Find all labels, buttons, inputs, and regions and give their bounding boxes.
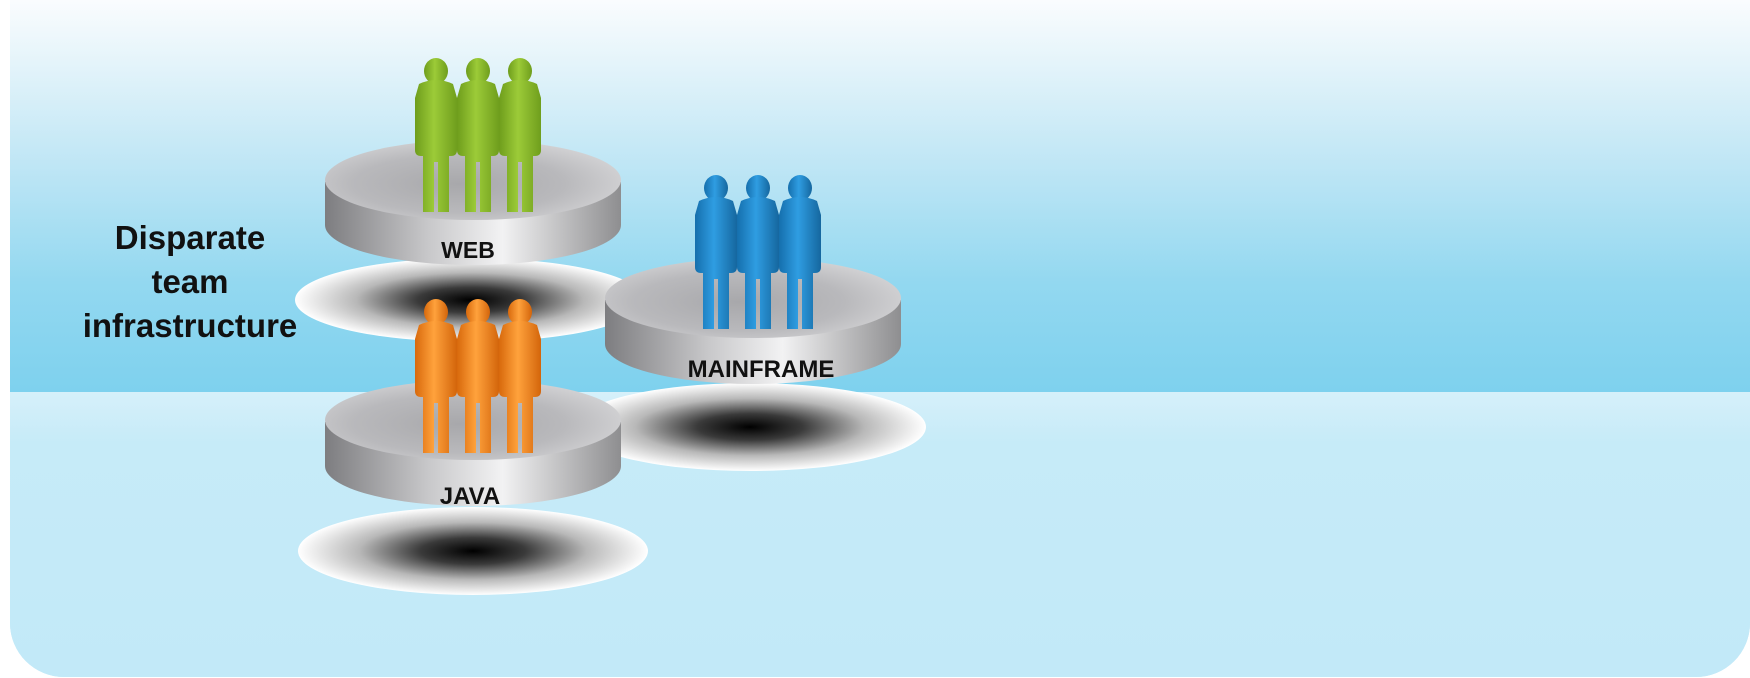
heading-line-1: Disparate: [114, 219, 266, 256]
platform-mainframe: MAINFRAME: [574, 175, 926, 471]
platform-java-label: JAVA: [440, 483, 500, 510]
platform-java: JAVA: [298, 299, 648, 595]
platform-web-label: WEB: [441, 237, 495, 263]
diagram-heading: Disparate team infrastructure: [60, 216, 320, 348]
platform-mainframe-shadow: [574, 383, 926, 471]
platform-web-shadow: [295, 258, 645, 342]
heading-line-2: team: [151, 263, 229, 300]
platform-web: WEB: [295, 58, 645, 342]
heading-line-3: infrastructure: [82, 307, 298, 344]
background-panel: [10, 0, 1750, 677]
platform-java-shadow: [298, 507, 648, 595]
platform-mainframe-label: MAINFRAME: [688, 356, 835, 383]
